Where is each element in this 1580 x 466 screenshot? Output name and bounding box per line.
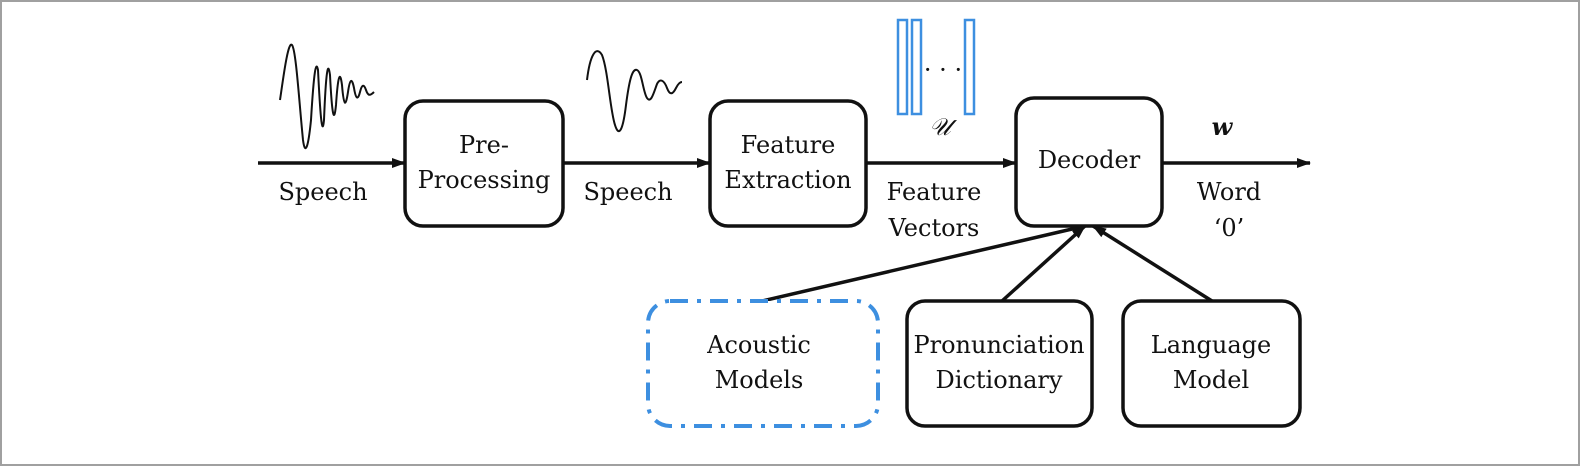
acoustic-models-block	[646, 299, 880, 428]
preprocessed-speech-waveform-icon	[586, 50, 683, 132]
feature-symbol-u: 𝒰	[929, 113, 957, 141]
feature-dots: · · ·	[924, 56, 962, 84]
arrow-dictionary-to-decoder	[1000, 224, 1087, 303]
arrow-acoustic-to-decoder	[761, 224, 1086, 303]
word-output-label-2: ‘0’	[1214, 214, 1245, 242]
feature-extraction-block	[708, 99, 868, 228]
pronunciation-dictionary-label-2: Dictionary	[936, 366, 1063, 394]
pronunciation-dictionary-label-1: Pronunciation	[913, 331, 1084, 359]
decoder-block	[1014, 96, 1164, 228]
language-model-label-2: Model	[1173, 366, 1249, 394]
feature-vectors-label-1: Feature	[887, 178, 982, 206]
speech-input-label: Speech	[278, 178, 367, 206]
language-model-label-1: Language	[1151, 331, 1271, 359]
preprocessing-label-2: Processing	[418, 166, 551, 194]
pronunciation-dictionary-block	[905, 299, 1094, 428]
arrow-language-to-decoder	[1092, 224, 1213, 303]
feature-vectors-icon	[896, 18, 976, 116]
language-model-block	[1121, 299, 1302, 428]
preprocessing-label-1: Pre-	[459, 131, 509, 159]
feature-extraction-label-2: Extraction	[724, 166, 851, 194]
word-symbol-w: w	[1212, 112, 1234, 141]
raw-speech-waveform-icon	[279, 43, 375, 150]
preprocessing-block	[403, 99, 565, 228]
feature-extraction-label-1: Feature	[741, 131, 836, 159]
acoustic-models-label-2: Models	[715, 366, 804, 394]
acoustic-models-label-1: Acoustic	[706, 331, 811, 359]
feature-vectors-label-2: Vectors	[888, 214, 980, 242]
word-output-label-1: Word	[1197, 178, 1261, 206]
speech-mid-label: Speech	[583, 178, 672, 206]
decoder-label: Decoder	[1038, 146, 1141, 174]
